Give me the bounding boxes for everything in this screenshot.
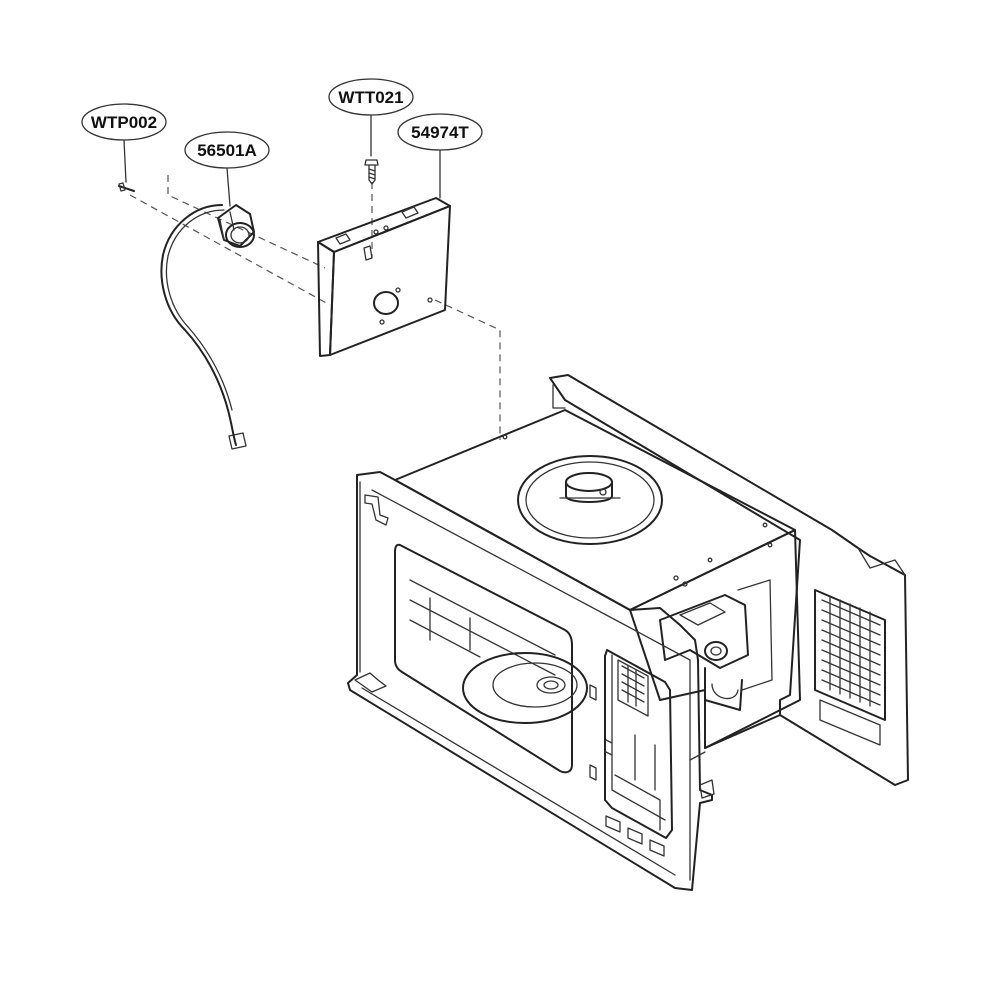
screw-wtp002[interactable]	[118, 182, 135, 192]
oven-cavity-assembly	[347, 374, 909, 891]
callout-wtt021[interactable]: WTT021	[328, 78, 414, 157]
callout-wtt021-label: WTT021	[338, 88, 403, 107]
callout-56501a[interactable]: 56501A	[184, 131, 270, 207]
callout-wtp002-label: WTP002	[91, 113, 157, 132]
cavity-opening	[394, 543, 573, 774]
assembly-guide-lines	[129, 175, 501, 440]
control-side-mesh	[617, 659, 649, 717]
vent-grid-mesh	[821, 595, 881, 707]
sensor-56501a[interactable]	[160, 204, 255, 450]
turntable-ring	[462, 652, 588, 724]
side-motor-bracket	[659, 575, 773, 711]
callout-56501a-label: 56501A	[197, 141, 257, 160]
top-motor	[559, 472, 621, 503]
callout-54974t-label: 54974T	[411, 123, 469, 142]
front-frame	[347, 471, 713, 891]
callout-wtp002[interactable]: WTP002	[81, 103, 167, 183]
screw-wtt021[interactable]	[364, 159, 379, 185]
callout-54974t[interactable]: 54974T	[397, 113, 483, 199]
rear-vent-grid	[814, 589, 886, 721]
top-dome-plate	[517, 455, 663, 545]
control-side-opening	[604, 649, 673, 839]
bracket-54974t[interactable]	[317, 197, 451, 357]
